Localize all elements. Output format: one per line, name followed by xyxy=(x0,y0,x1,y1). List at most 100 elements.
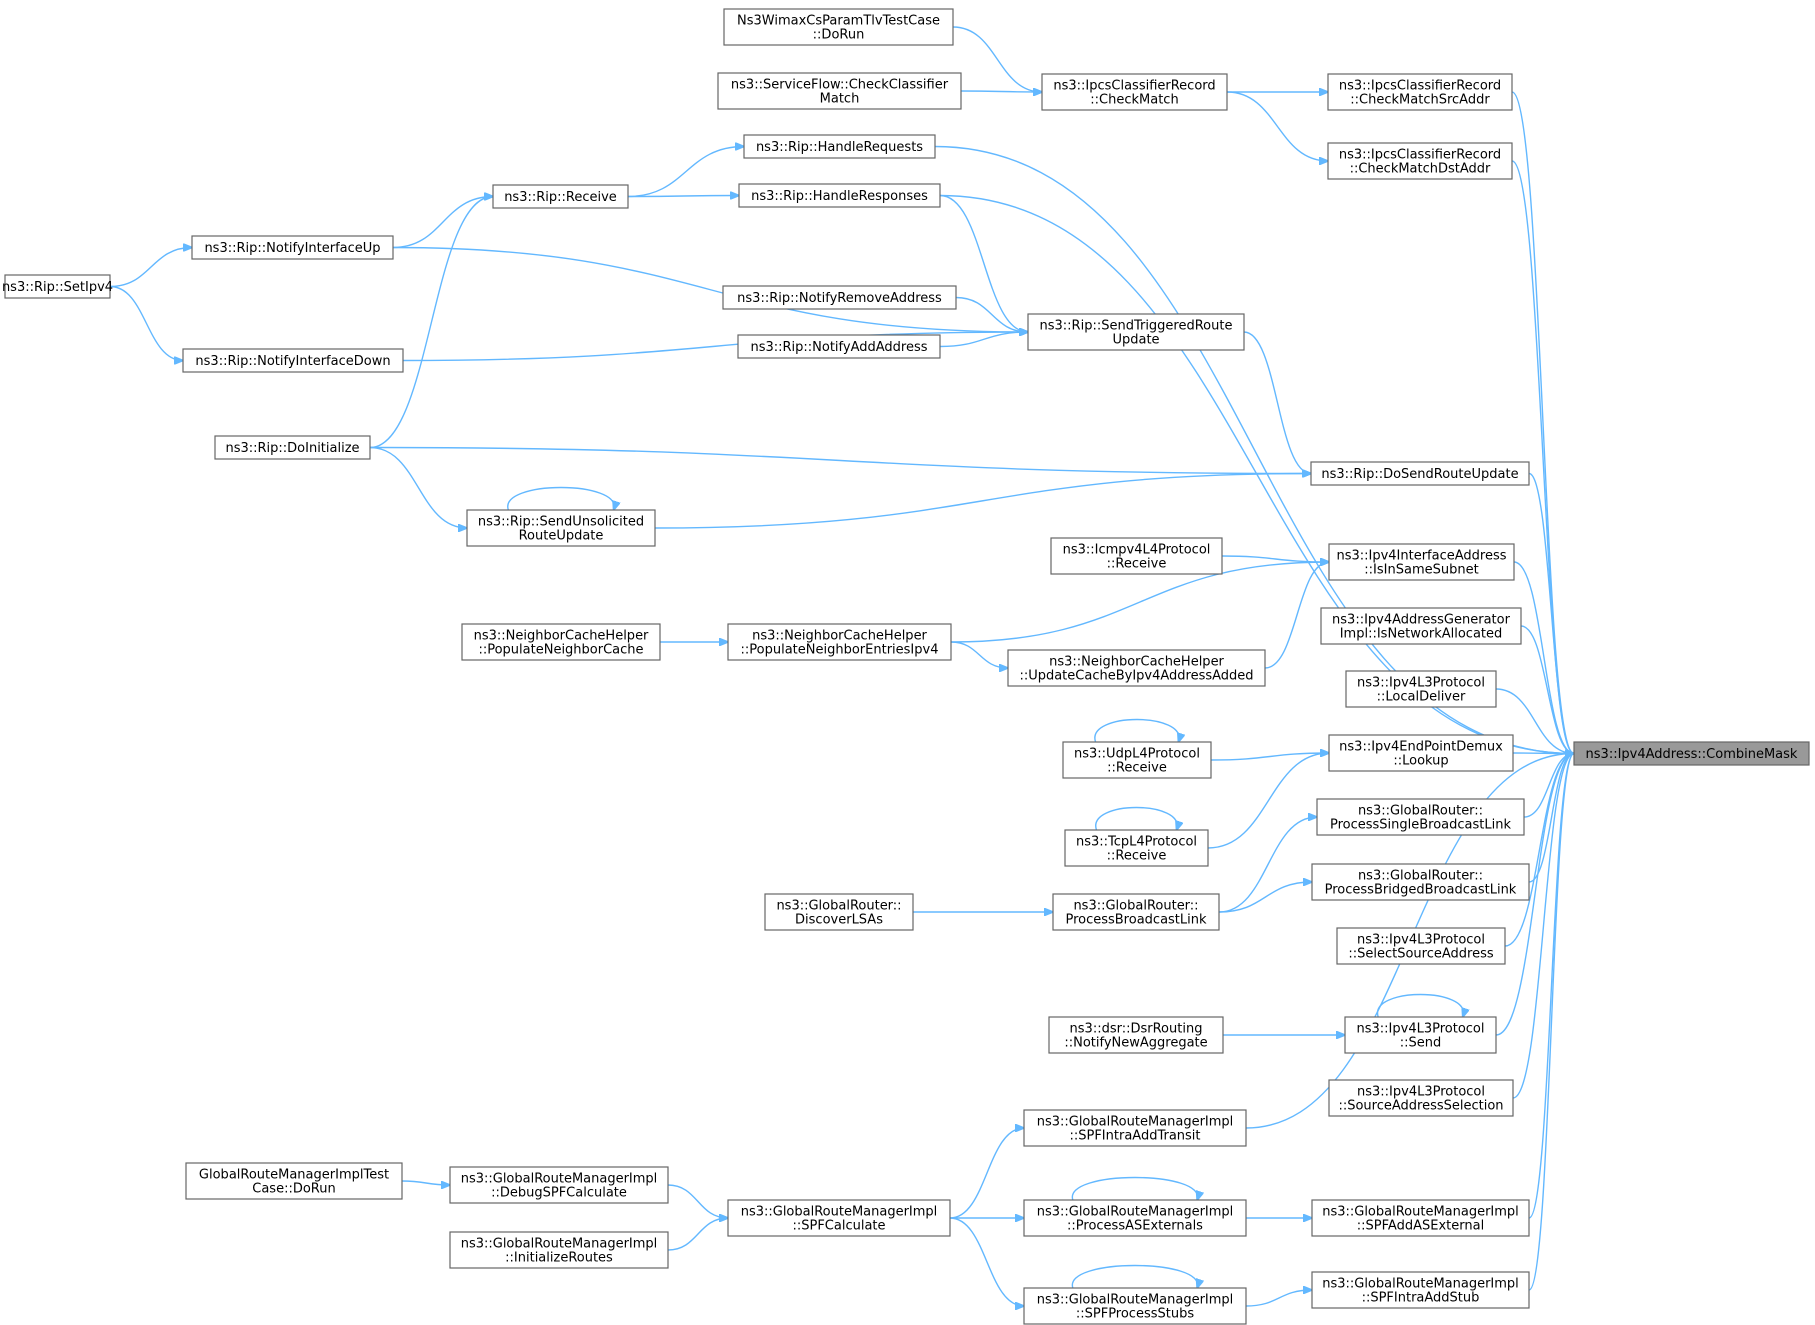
function-node[interactable]: ns3::GlobalRouteManagerImpl::ProcessASEx… xyxy=(1023,1199,1247,1237)
function-node[interactable]: ns3::Icmpv4L4Protocol::Receive xyxy=(1050,537,1223,575)
call-edge xyxy=(109,285,183,361)
node-label: ns3::Rip::HandleRequests xyxy=(756,140,923,155)
function-node[interactable]: ns3::Rip::NotifyInterfaceDown xyxy=(182,348,404,373)
call-edge xyxy=(1245,1290,1312,1307)
function-node[interactable]: ns3::GlobalRouteManagerImpl::InitializeR… xyxy=(449,1231,669,1269)
function-node[interactable]: ns3::GlobalRouter::ProcessBroadcastLink xyxy=(1052,893,1220,931)
node-label: ::UpdateCacheByIpv4AddressAdded xyxy=(1019,669,1253,684)
call-edge xyxy=(109,248,192,288)
node-label: ns3::GlobalRouteManagerImpl xyxy=(461,1237,658,1252)
function-node[interactable]: ns3::IpcsClassifierRecord::CheckMatchDst… xyxy=(1327,142,1513,180)
call-edge xyxy=(392,197,493,249)
call-edge xyxy=(952,26,1042,92)
call-edge xyxy=(1495,688,1574,754)
node-label: ns3::GlobalRouteManagerImpl xyxy=(461,1172,658,1187)
function-node[interactable]: ns3::GlobalRouteManagerImpl::SPFCalculat… xyxy=(727,1199,951,1237)
function-node[interactable]: ns3::GlobalRouter::ProcessBridgedBroadca… xyxy=(1311,863,1530,901)
node-box xyxy=(727,623,952,661)
function-node[interactable]: ns3::GlobalRouteManagerImpl::SPFAddASExt… xyxy=(1311,1199,1530,1237)
call-edge xyxy=(654,474,1311,529)
node-label: GlobalRouteManagerImplTest xyxy=(199,1168,389,1183)
function-node[interactable]: ns3::Ipv4L3Protocol::SourceAddressSelect… xyxy=(1328,1079,1514,1117)
node-label: ns3::NeighborCacheHelper xyxy=(752,629,927,644)
node-box xyxy=(1062,741,1212,779)
node-label: ns3::Rip::SetIpv4 xyxy=(2,280,113,295)
function-node[interactable]: ns3::UdpL4Protocol::Receive xyxy=(1062,741,1212,779)
node-label: ::DebugSPFCalculate xyxy=(491,1186,627,1201)
function-node[interactable]: ns3::Rip::NotifyInterfaceUp xyxy=(191,235,394,260)
function-node[interactable]: ns3::Rip::DoSendRouteUpdate xyxy=(1310,461,1530,486)
node-label: ::Send xyxy=(1400,1036,1442,1051)
function-node[interactable]: ns3::GlobalRouteManagerImpl::SPFProcessS… xyxy=(1023,1287,1247,1325)
function-node[interactable]: ns3::Ipv4AddressGeneratorImpl::IsNetwork… xyxy=(1320,607,1522,645)
node-box xyxy=(1052,893,1220,931)
root-node[interactable]: ns3::Ipv4Address::CombineMask xyxy=(1573,741,1810,766)
function-node[interactable]: ns3::TcpL4Protocol::Receive xyxy=(1064,829,1209,867)
node-box xyxy=(492,184,629,209)
node-box xyxy=(743,134,936,159)
node-label: ns3::GlobalRouter:: xyxy=(1073,899,1198,914)
function-node[interactable]: ns3::Rip::HandleResponses xyxy=(738,183,941,208)
function-node[interactable]: ns3::NeighborCacheHelper::PopulateNeighb… xyxy=(727,623,952,661)
function-node[interactable]: ns3::Ipv4L3Protocol::LocalDeliver xyxy=(1345,670,1497,708)
function-node[interactable]: ns3::Ipv4EndPointDemux::Lookup xyxy=(1328,734,1514,772)
function-node[interactable]: ns3::Rip::NotifyAddAddress xyxy=(737,334,941,359)
node-label: ::Receive xyxy=(1107,849,1167,864)
node-box xyxy=(1064,829,1209,867)
function-node[interactable]: ns3::Rip::HandleRequests xyxy=(743,134,936,159)
node-box xyxy=(737,334,941,359)
call-edge xyxy=(1226,91,1328,161)
node-label: ::InitializeRoutes xyxy=(505,1251,613,1266)
function-node[interactable]: ns3::GlobalRouter::DiscoverLSAs xyxy=(764,893,914,931)
call-edge xyxy=(667,1184,728,1218)
call-edge xyxy=(1528,754,1574,883)
node-label: ns3::GlobalRouter:: xyxy=(1358,804,1483,819)
function-node[interactable]: ns3::Rip::SetIpv4 xyxy=(2,274,113,299)
function-node[interactable]: ns3::GlobalRouteManagerImpl::SPFIntraAdd… xyxy=(1311,1271,1530,1309)
function-node[interactable]: ns3::IpcsClassifierRecord::CheckMatchSrc… xyxy=(1327,73,1513,111)
function-node[interactable]: ns3::Ipv4InterfaceAddress::IsInSameSubne… xyxy=(1328,543,1515,581)
call-edge xyxy=(1218,882,1312,913)
node-label: ns3::ServiceFlow::CheckClassifier xyxy=(731,78,949,93)
function-node[interactable]: ns3::GlobalRouteManagerImpl::DebugSPFCal… xyxy=(449,1166,669,1204)
node-label: ::DoRun xyxy=(813,28,865,43)
self-call-edge xyxy=(1377,993,1464,1018)
node-label: ns3::GlobalRouteManagerImpl xyxy=(1037,1293,1234,1308)
function-node[interactable]: ns3::IpcsClassifierRecord::CheckMatch xyxy=(1041,73,1228,111)
node-label: ns3::Rip::SendUnsolicited xyxy=(478,515,644,530)
node-box xyxy=(727,1199,951,1237)
node-label: ns3::GlobalRouteManagerImpl xyxy=(1037,1115,1234,1130)
call-edge xyxy=(1207,753,1329,849)
function-node[interactable]: ns3::Ipv4L3Protocol::Send xyxy=(1344,1016,1497,1054)
function-node[interactable]: ns3::GlobalRouteManagerImpl::SPFIntraAdd… xyxy=(1023,1109,1247,1147)
node-box xyxy=(1327,73,1513,111)
function-node[interactable]: Ns3WimaxCsParamTlvTestCase::DoRun xyxy=(723,8,954,46)
self-call-edge xyxy=(1095,806,1177,831)
node-box xyxy=(1023,1109,1247,1147)
call-edge xyxy=(369,197,493,449)
node-label: ::SPFIntraAddTransit xyxy=(1069,1129,1200,1144)
function-node[interactable]: ns3::Ipv4L3Protocol::SelectSourceAddress xyxy=(1336,927,1506,965)
node-box xyxy=(723,8,954,46)
node-label: ::IsInSameSubnet xyxy=(1364,563,1478,578)
node-box xyxy=(1023,1199,1247,1237)
function-node[interactable]: ns3::Rip::Receive xyxy=(492,184,629,209)
function-node[interactable]: ns3::Rip::NotifyRemoveAddress xyxy=(722,285,957,310)
node-label: Ns3WimaxCsParamTlvTestCase xyxy=(737,14,940,29)
node-box xyxy=(1320,607,1522,645)
function-node[interactable]: ns3::GlobalRouter::ProcessSingleBroadcas… xyxy=(1316,798,1525,836)
node-box xyxy=(1328,543,1515,581)
function-node[interactable]: ns3::NeighborCacheHelper::PopulateNeighb… xyxy=(461,623,661,661)
node-label: ns3::Ipv4InterfaceAddress xyxy=(1336,549,1506,564)
node-label: ns3::Ipv4L3Protocol xyxy=(1357,933,1485,948)
function-node[interactable]: ns3::Rip::DoInitialize xyxy=(214,435,371,460)
call-edge xyxy=(1511,160,1574,754)
call-edge xyxy=(1210,753,1329,761)
node-label: ::NotifyNewAggregate xyxy=(1064,1036,1207,1051)
function-node[interactable]: ns3::dsr::DsrRouting::NotifyNewAggregate xyxy=(1048,1016,1224,1054)
function-node[interactable]: ns3::NeighborCacheHelper::UpdateCacheByI… xyxy=(1007,649,1266,687)
